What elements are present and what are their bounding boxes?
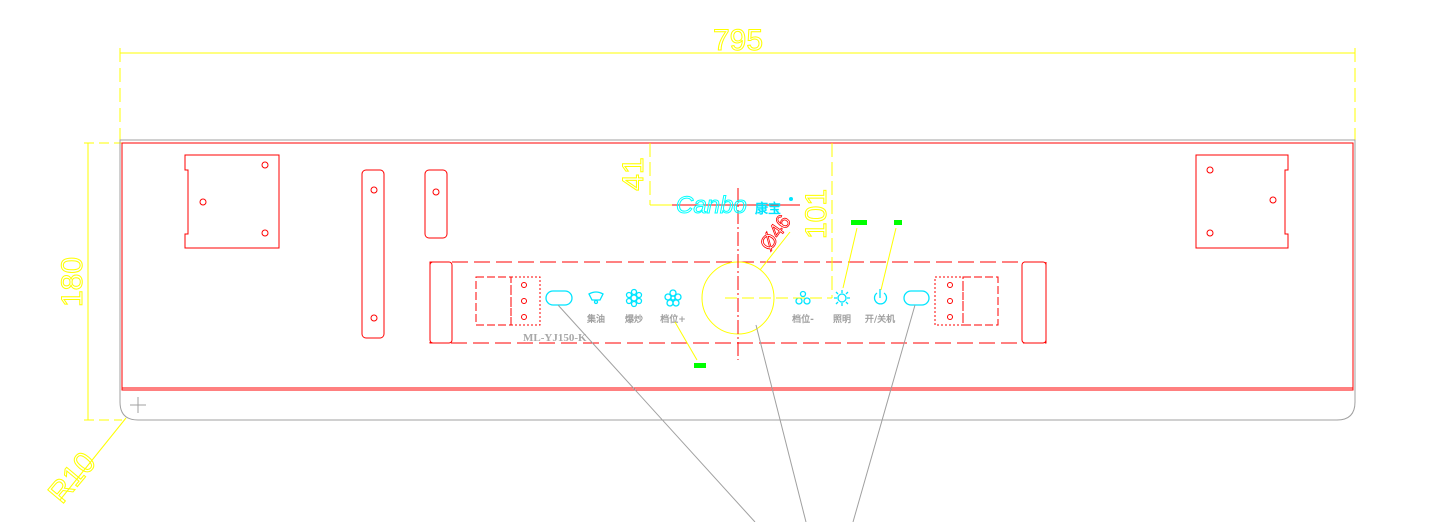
left-mounting-bracket <box>184 154 280 249</box>
left-oval-button[interactable] <box>545 290 573 306</box>
power-icon[interactable] <box>873 289 888 305</box>
leader-line <box>557 304 756 522</box>
light-icon[interactable] <box>834 290 850 306</box>
note-marker-speed <box>694 363 706 368</box>
note-marker-power <box>894 220 902 225</box>
knob-offset-text: 101 <box>800 189 833 239</box>
diameter-leader <box>759 231 791 271</box>
knob-offset-dimension: 101 <box>800 143 834 298</box>
radius-dimension: R10 <box>42 397 146 510</box>
right-mounting-bracket <box>1195 154 1289 249</box>
logo-offset-dimension: 41 <box>617 143 672 206</box>
label-stir-fry: 爆炒 <box>625 313 643 325</box>
label-oil-cup: 集油 <box>586 313 605 325</box>
label-power: 开/关机 <box>865 313 895 325</box>
leader-line <box>755 324 807 522</box>
svg-text:Canbo: Canbo <box>676 192 747 219</box>
fan-plus-icon[interactable] <box>664 289 682 307</box>
logo-offset-text: 41 <box>617 157 650 190</box>
short-slot-bracket <box>424 169 448 239</box>
oil-cup-icon[interactable] <box>588 291 604 305</box>
width-dimension: 795 <box>119 24 1356 140</box>
svg-text:康宝: 康宝 <box>755 201 781 217</box>
panel-inner-outline <box>121 142 1354 391</box>
knob-diameter-text: Ø46 <box>756 211 796 255</box>
height-dimension-text: 180 <box>56 257 89 307</box>
note-marker-light <box>851 220 867 225</box>
leader-line <box>852 304 916 522</box>
long-slot-bracket <box>361 169 385 339</box>
right-oval-button[interactable] <box>903 290 930 306</box>
snowflake-fry-icon[interactable] <box>625 288 643 308</box>
label-speed-down: 档位- <box>792 313 814 325</box>
model-number: ML-YJ150-K <box>523 332 587 344</box>
height-dimension: 180 <box>56 142 122 421</box>
label-light: 照明 <box>833 314 851 325</box>
canbo-logo: Canbo 康宝 <box>650 192 800 220</box>
width-dimension-text: 795 <box>713 24 763 57</box>
radius-dimension-text: R10 <box>42 446 103 509</box>
label-speed-up: 档位+ <box>660 313 686 325</box>
panel-outline <box>119 139 1356 421</box>
